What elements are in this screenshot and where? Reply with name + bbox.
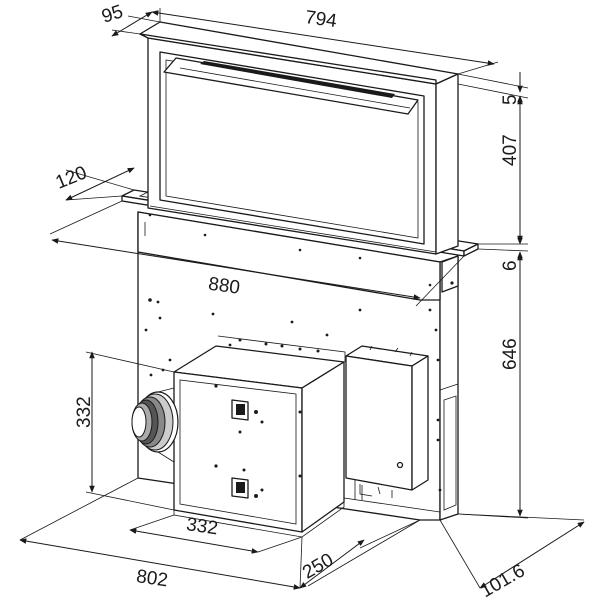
- dim-802: 802: [19, 477, 421, 591]
- dim-101-6: 101.6: [439, 513, 585, 600]
- dim-label-120: 120: [53, 162, 90, 193]
- dim-120: 120: [53, 162, 135, 201]
- blower-fan: [131, 387, 179, 463]
- mounting-plate: [217, 335, 346, 362]
- dim-label-5: 5: [500, 94, 521, 105]
- bottom-rail: [343, 480, 441, 513]
- dim-label-6: 6: [500, 260, 521, 271]
- dim-label-794: 794: [304, 7, 339, 32]
- dim-880: 880: [49, 200, 465, 307]
- body-fixing-holes: [144, 298, 442, 492]
- dim-label-95: 95: [99, 1, 126, 28]
- control-box: [345, 345, 429, 498]
- motor-housing: [173, 345, 345, 538]
- dim-label-250: 250: [299, 549, 337, 583]
- dim-label-646: 646: [500, 338, 521, 370]
- dim-label-802: 802: [135, 566, 169, 591]
- dim-label-101-6: 101.6: [477, 560, 529, 600]
- dim-vertical-chain: 5 407 6 646: [457, 72, 529, 519]
- dim-label-332-height: 332: [74, 396, 95, 428]
- dim-794: 794: [151, 7, 499, 75]
- dim-label-880: 880: [207, 274, 241, 299]
- hood-glass-panel: [139, 21, 459, 255]
- dim-label-407: 407: [500, 134, 521, 166]
- dim-250: 250: [299, 519, 421, 589]
- dim-label-332-width: 332: [185, 514, 219, 539]
- dim-332-vertical: 332: [74, 351, 175, 511]
